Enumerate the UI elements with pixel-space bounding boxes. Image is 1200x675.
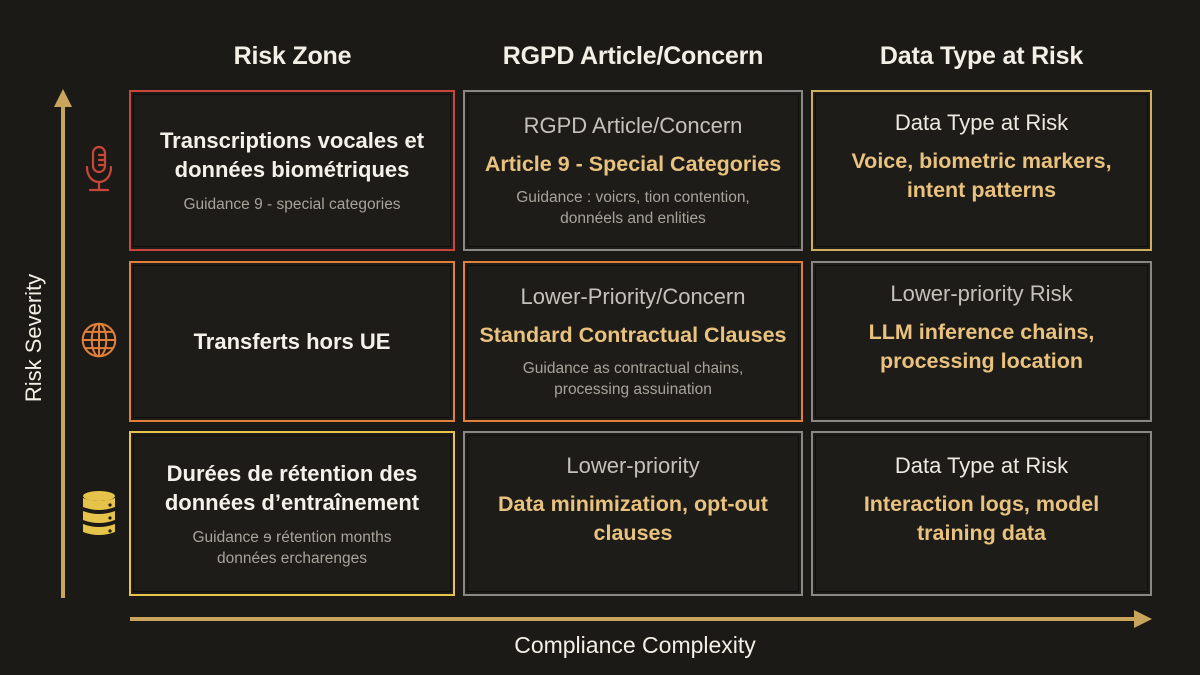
risk-zone-cell-retention: Durées de rétention des données d’entraî…	[129, 431, 455, 596]
cell-heading: Lower-Priority/Concern	[520, 284, 746, 309]
cell-guidance: Guidance as contractual chains, processi…	[522, 360, 744, 398]
cell-heading: Data Type at Risk	[894, 452, 1069, 478]
risk-zone-title: Transferts hors UE	[193, 329, 391, 354]
cell-guidance: Guidance : voicrs, tion contention, donn…	[516, 189, 750, 227]
cell-accent-text: LLM inference chains, processing locatio…	[868, 319, 1095, 373]
risk-zone-title: Transcriptions vocales et données biomét…	[159, 128, 425, 182]
cell-heading: RGPD Article/Concern	[523, 113, 743, 138]
cell-heading: Data Type at Risk	[894, 109, 1069, 135]
y-axis-line	[61, 104, 65, 598]
globe-icon	[80, 316, 118, 364]
database-icon	[80, 490, 118, 538]
data-type-cell-voice: Data Type at Risk Voice, biometric marke…	[811, 90, 1152, 251]
cell-heading: Lower-priority	[566, 452, 700, 478]
rgpd-article-cell-minimization: Lower-priority Data minimization, opt-ou…	[463, 431, 803, 596]
x-axis-line	[130, 617, 1136, 621]
cell-accent-text: Article 9 - Special Categories	[484, 152, 782, 176]
cell-accent-text: Data minimization, opt-out clauses	[498, 491, 768, 545]
data-type-cell-llm: Lower-priority Risk LLM inference chains…	[811, 261, 1152, 422]
x-axis-label: Compliance Complexity	[514, 632, 756, 658]
column-header-data-type: Data Type at Risk	[879, 42, 1084, 70]
y-axis-label: Risk Severity	[21, 273, 46, 403]
x-axis-arrowhead	[1134, 610, 1152, 628]
y-axis-arrowhead	[54, 89, 72, 107]
rgpd-article-cell-scc: Lower-Priority/Concern Standard Contract…	[463, 261, 803, 422]
column-header-rgpd-article: RGPD Article/Concern	[502, 42, 764, 70]
column-header-risk-zone: Risk Zone	[233, 42, 352, 70]
data-type-cell-logs: Data Type at Risk Interaction logs, mode…	[811, 431, 1152, 596]
risk-zone-cell-transfers: Transferts hors UE	[129, 261, 455, 422]
risk-zone-cell-voice-biometrics: Transcriptions vocales et données biomét…	[129, 90, 455, 251]
risk-zone-title: Durées de rétention des données d’entraî…	[164, 460, 420, 515]
cell-heading: Lower-priority Risk	[890, 280, 1073, 306]
risk-zone-guidance: Guidance 9 - special categories	[183, 196, 401, 213]
cell-accent-text: Voice, biometric markers, intent pattern…	[851, 148, 1112, 202]
risk-zone-guidance: Guidance ɘ rétention months données erch…	[192, 528, 392, 567]
cell-accent-text: Standard Contractual Clauses	[479, 323, 787, 347]
rgpd-article-cell-special-categories: RGPD Article/Concern Article 9 - Special…	[463, 90, 803, 251]
cell-accent-text: Interaction logs, model training data	[863, 491, 1100, 545]
microphone-icon	[80, 145, 118, 193]
